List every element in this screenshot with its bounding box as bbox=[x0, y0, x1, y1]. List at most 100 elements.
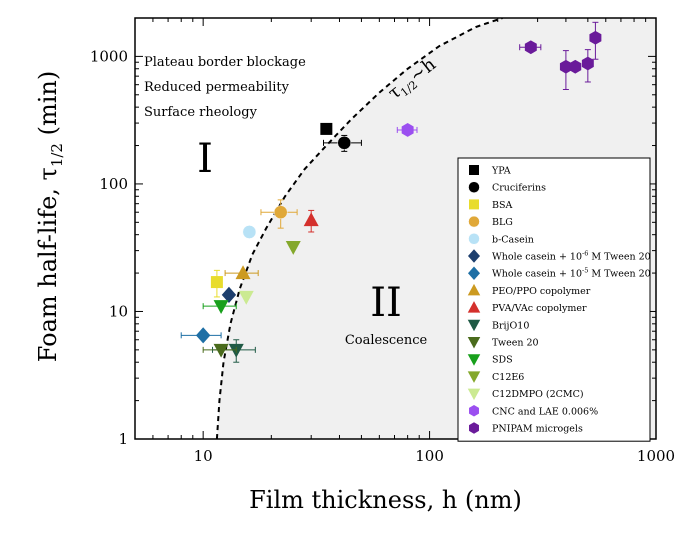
legend-marker bbox=[469, 405, 479, 417]
legend-label: Tween 20 bbox=[492, 338, 539, 349]
data-point bbox=[396, 123, 418, 137]
legend-label: BrijO10 bbox=[492, 320, 529, 331]
boundary-curve bbox=[215, 18, 503, 439]
legend-label: SDS bbox=[492, 355, 513, 366]
data-point bbox=[210, 269, 223, 298]
legend-label: PVA/VAc copolymer bbox=[492, 303, 587, 314]
legend-entry: PNIPAM microgels bbox=[469, 422, 583, 435]
point-marker bbox=[524, 40, 537, 55]
legend-entry: BLG bbox=[468, 215, 513, 228]
point-marker bbox=[589, 30, 602, 45]
data-point bbox=[559, 50, 572, 91]
data-point bbox=[303, 209, 319, 233]
point-marker bbox=[569, 59, 582, 74]
point-marker bbox=[195, 327, 211, 344]
legend-entry: SDS bbox=[467, 354, 513, 366]
legend-label: BLG bbox=[492, 217, 513, 228]
point-marker bbox=[285, 241, 301, 255]
point-marker bbox=[337, 135, 352, 150]
legend-marker bbox=[467, 371, 481, 383]
point-marker bbox=[320, 122, 333, 135]
legend-label: Whole casein + 10-6 M Tween 20 bbox=[492, 250, 651, 263]
data-point bbox=[180, 327, 222, 344]
y-axis-label: Foam half-life, τ1/2 (min) bbox=[34, 71, 66, 362]
x-tick-label: 1000 bbox=[637, 447, 675, 465]
region-i-caption: Reduced permeability bbox=[144, 80, 290, 95]
legend-label: YPA bbox=[491, 166, 511, 177]
legend-entry: Whole casein + 10-5 M Tween 20 bbox=[468, 266, 651, 280]
legend-marker bbox=[467, 283, 481, 296]
point-marker bbox=[242, 225, 257, 239]
point-marker bbox=[581, 56, 594, 71]
data-point bbox=[202, 343, 237, 358]
data-point bbox=[322, 134, 362, 152]
legend-label: CNC and LAE 0.006% bbox=[492, 406, 598, 417]
y-tick-label: 10 bbox=[109, 302, 128, 320]
region-i-caption: Plateau border blockage bbox=[144, 55, 306, 70]
region-ii-label: II bbox=[370, 280, 402, 326]
data-point bbox=[581, 49, 594, 83]
data-point bbox=[224, 265, 259, 280]
region-i-label: I bbox=[197, 136, 213, 182]
legend-marker bbox=[467, 319, 481, 332]
region-i-caption: Surface rheology bbox=[144, 105, 258, 120]
point-marker bbox=[273, 205, 288, 220]
point-marker bbox=[213, 343, 229, 358]
point-marker bbox=[235, 265, 251, 280]
legend-marker bbox=[468, 215, 480, 228]
legend-label: BSA bbox=[492, 200, 512, 211]
legend-marker bbox=[469, 165, 479, 175]
x-axis-label: Film thickness, h (nm) bbox=[249, 486, 522, 514]
plot-frame bbox=[134, 17, 657, 440]
data-points bbox=[180, 21, 602, 363]
legend-label: PEO/PPO copolymer bbox=[492, 286, 591, 297]
legend-entry: PVA/VAc copolymer bbox=[467, 301, 587, 314]
legend-entry: BrijO10 bbox=[467, 319, 529, 332]
data-point bbox=[221, 286, 237, 303]
y-tick-label: 1 bbox=[118, 430, 128, 448]
legend-marker bbox=[469, 422, 479, 434]
point-marker bbox=[213, 300, 229, 314]
legend-entry: BSA bbox=[469, 199, 512, 211]
legend-entry: Cruciferins bbox=[468, 181, 546, 194]
legend-marker bbox=[467, 388, 481, 401]
legend-label: C12DMPO (2CMC) bbox=[492, 389, 584, 400]
data-point bbox=[320, 122, 333, 135]
legend-entry: PEO/PPO copolymer bbox=[467, 283, 591, 297]
legend-label: PNIPAM microgels bbox=[492, 424, 583, 435]
legend-marker bbox=[468, 181, 480, 193]
legend-entry: Whole casein + 10-6 M Tween 20 bbox=[468, 249, 651, 263]
legend-entry: b-Casein bbox=[468, 233, 534, 245]
legend-box bbox=[457, 157, 651, 442]
data-point bbox=[238, 290, 254, 305]
legend-label: b-Casein bbox=[492, 234, 534, 245]
boundary-line bbox=[215, 18, 503, 439]
data-point bbox=[589, 21, 602, 60]
data-point bbox=[260, 199, 298, 229]
legend-entry: Tween 20 bbox=[467, 337, 539, 349]
x-tick-label: 10 bbox=[194, 447, 213, 465]
coalescence-label: Coalescence bbox=[345, 333, 428, 348]
data-point bbox=[285, 241, 301, 255]
point-marker bbox=[559, 59, 572, 74]
point-marker bbox=[221, 286, 237, 303]
legend-entry: CNC and LAE 0.006% bbox=[469, 405, 598, 417]
y-tick-label: 1000 bbox=[90, 47, 128, 65]
data-point bbox=[519, 40, 542, 55]
data-point bbox=[202, 300, 237, 314]
legend-label: C12E6 bbox=[492, 372, 524, 383]
point-marker bbox=[303, 212, 319, 227]
x-tick-label: 100 bbox=[415, 447, 444, 465]
legend-marker bbox=[467, 301, 481, 313]
legend-marker bbox=[467, 354, 481, 366]
legend-marker bbox=[468, 249, 480, 263]
data-point bbox=[242, 225, 257, 239]
legend-entry: C12DMPO (2CMC) bbox=[467, 388, 584, 401]
legend-label: Cruciferins bbox=[492, 183, 546, 194]
y-tick-label: 100 bbox=[99, 175, 128, 193]
point-marker bbox=[238, 290, 254, 305]
point-marker bbox=[401, 123, 414, 137]
legend-marker bbox=[469, 199, 479, 210]
